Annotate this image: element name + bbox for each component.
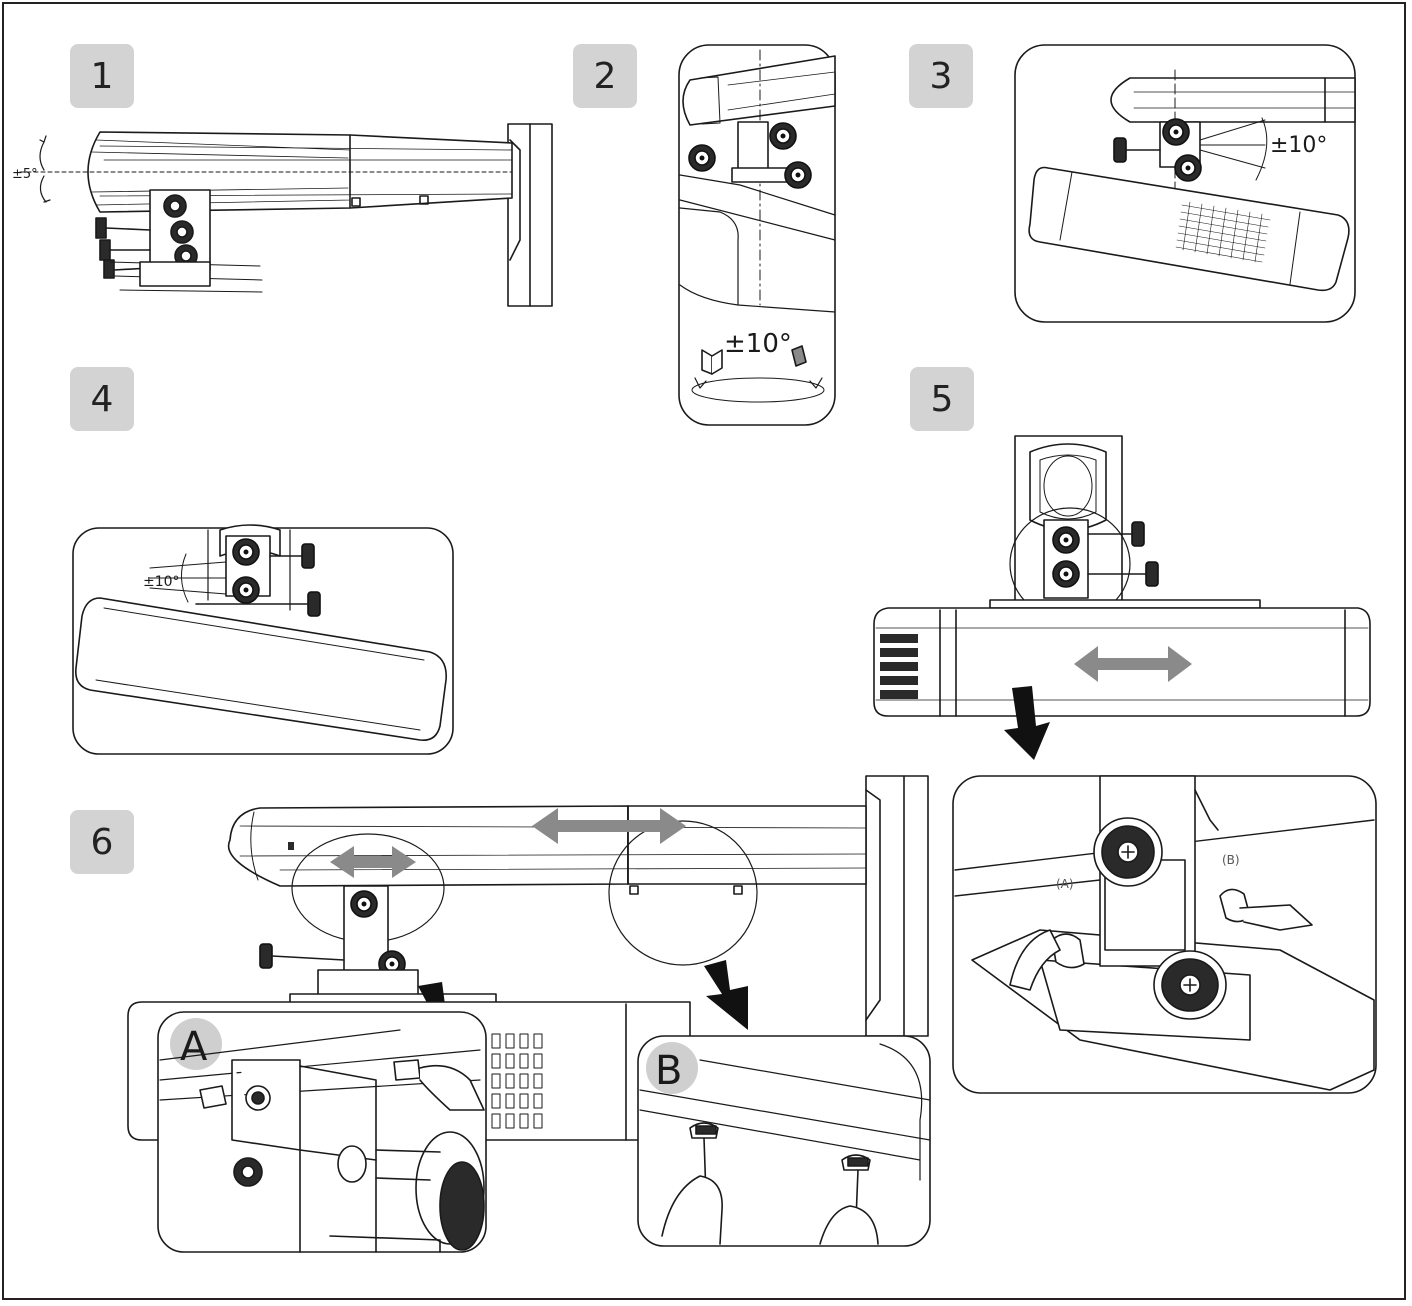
- step-1-illustration: ±5°: [12, 123, 553, 307]
- swivel-angle-label: ±10°: [724, 329, 792, 359]
- step-5-label: 5: [910, 367, 974, 431]
- nut-b-label: (B): [1222, 853, 1240, 867]
- tilt-angle-label: ±5°: [12, 167, 38, 182]
- step-6-label: 6: [70, 810, 134, 874]
- tilt-angle-label: ±10°: [1270, 133, 1327, 158]
- step-4-label: 4: [70, 367, 134, 431]
- inset-a-label: A: [180, 1024, 208, 1070]
- step-5-zoom-inset: (A) (B): [952, 775, 1377, 1094]
- wall-plate: [865, 775, 929, 1037]
- shift-arrow: [532, 808, 686, 844]
- step-6-inset-b: B: [637, 1035, 931, 1247]
- step-2-label: 2: [573, 44, 637, 108]
- step-3-label: 3: [909, 44, 973, 108]
- step-1-label: 1: [70, 44, 134, 108]
- nut-a-label: (A): [1056, 877, 1074, 891]
- step-6-inset-a: A: [157, 1011, 487, 1253]
- step-5-illustration: [873, 435, 1371, 760]
- down-arrow: [1004, 686, 1050, 760]
- step-4-illustration: ±10°: [72, 524, 454, 755]
- step-3-illustration: ±10°: [1014, 44, 1356, 323]
- shift-arrow: [330, 846, 416, 878]
- inset-b-label: B: [655, 1048, 682, 1094]
- step-2-illustration: ±10°: [678, 44, 836, 426]
- down-arrow: [704, 960, 748, 1030]
- roll-angle-label: ±10°: [143, 574, 180, 590]
- shift-arrow: [1074, 646, 1192, 682]
